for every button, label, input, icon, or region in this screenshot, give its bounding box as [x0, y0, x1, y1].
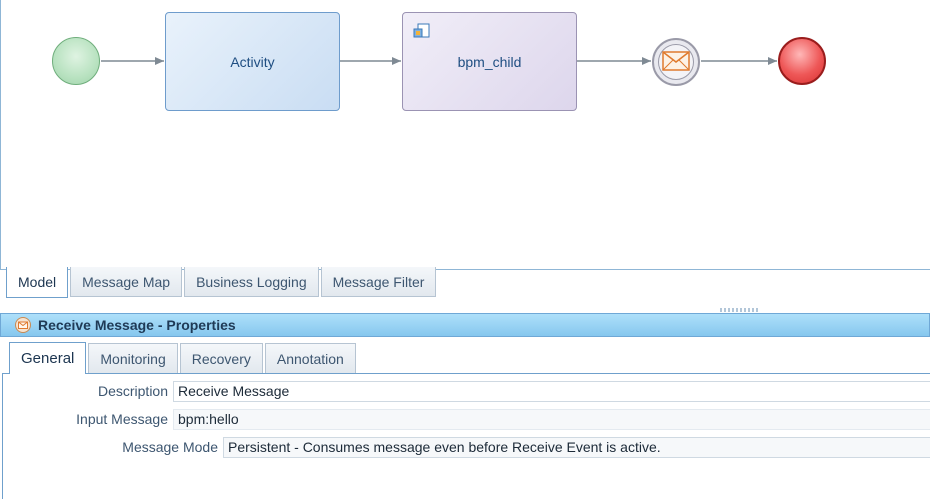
general-properties-form: Description Receive Message Input Messag…	[2, 373, 930, 499]
input-message-field[interactable]: bpm:hello	[173, 409, 930, 430]
description-label: Description	[97, 383, 168, 399]
message-mode-label: Message Mode	[122, 439, 218, 455]
properties-panel-header: Receive Message - Properties	[0, 313, 930, 337]
activity-task-label: Activity	[230, 53, 275, 70]
properties-title: Receive Message - Properties	[38, 317, 236, 333]
tab-recovery[interactable]: Recovery	[179, 343, 263, 373]
receive-message-event[interactable]	[652, 38, 700, 86]
start-event[interactable]	[52, 37, 100, 85]
editor-tab-bar: Model Message Map Business Logging Messa…	[6, 267, 438, 298]
message-mode-select[interactable]: Persistent - Consumes message even befor…	[223, 437, 930, 458]
tab-message-map[interactable]: Message Map	[70, 267, 183, 297]
properties-tab-bar: General Monitoring Recovery Annotation	[9, 342, 358, 374]
envelope-icon	[662, 51, 690, 71]
subprocess-task[interactable]: bpm_child	[402, 12, 577, 111]
subprocess-task-label: bpm_child	[457, 53, 522, 70]
description-field[interactable]: Receive Message	[173, 381, 930, 402]
subprocess-icon	[413, 23, 430, 38]
envelope-icon	[15, 317, 31, 333]
tab-business-logging[interactable]: Business Logging	[184, 267, 319, 297]
sequence-flows	[101, 57, 777, 65]
tab-annotation[interactable]: Annotation	[264, 343, 356, 373]
tab-message-filter[interactable]: Message Filter	[320, 267, 437, 297]
panel-splitter-handle[interactable]	[720, 308, 760, 312]
input-message-label: Input Message	[76, 411, 168, 427]
tab-general[interactable]: General	[9, 342, 87, 374]
process-diagram-canvas[interactable]: Activity bpm_child	[0, 0, 930, 270]
tab-monitoring[interactable]: Monitoring	[88, 343, 178, 373]
end-event[interactable]	[778, 37, 826, 85]
activity-task[interactable]: Activity	[165, 12, 340, 111]
tab-model[interactable]: Model	[6, 267, 69, 298]
